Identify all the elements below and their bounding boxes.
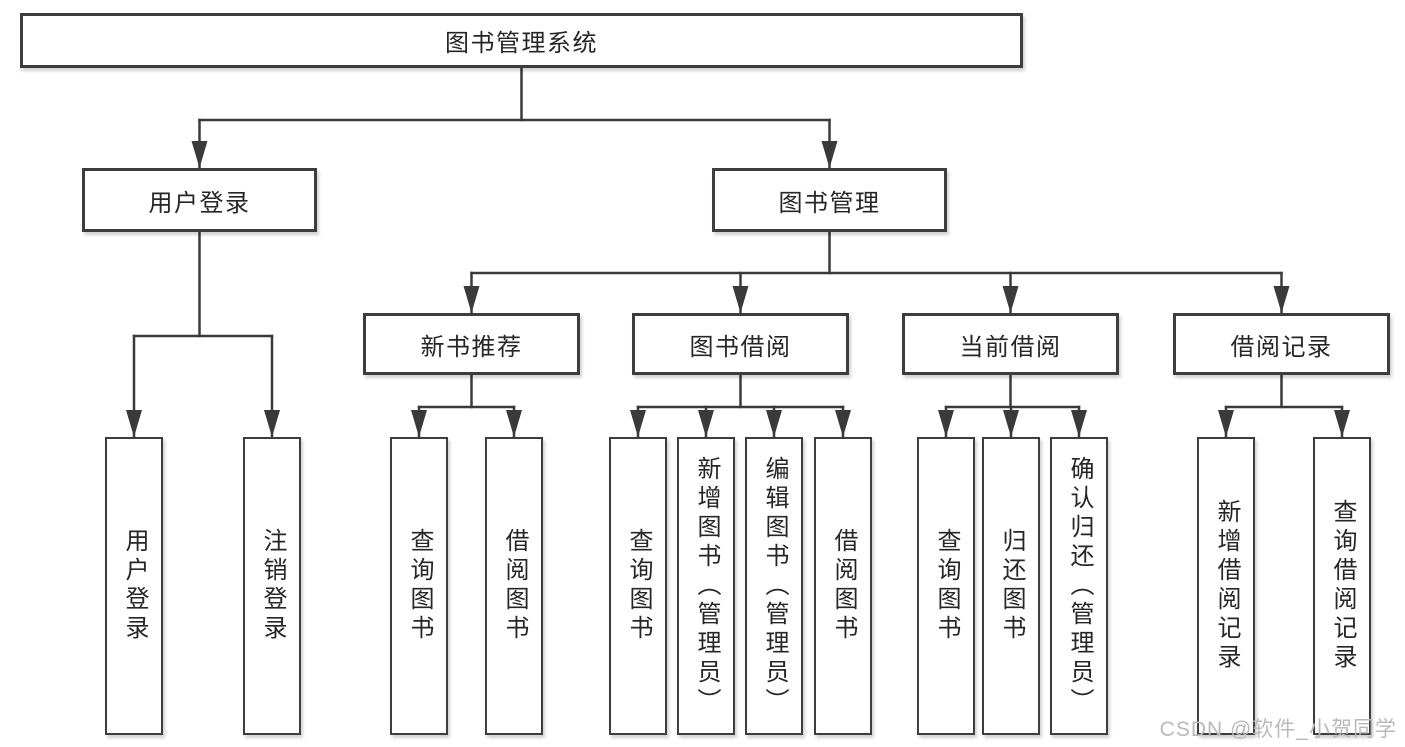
leaf-borrow-books-recommend: 借阅图书: [485, 437, 543, 735]
leaf-query-books-recommend: 查询图书: [390, 437, 448, 735]
connector-current-borrow-children: [938, 373, 1087, 439]
leaf-query-borrow-record: 查询借阅记录: [1313, 437, 1371, 735]
leaf-edit-books-admin: 编辑图书（管理员）: [745, 437, 803, 735]
leaf-return-books: 归还图书: [982, 437, 1040, 735]
connector-book-borrow-children: [630, 373, 851, 439]
node-current-borrow: 当前借阅: [902, 313, 1119, 375]
node-borrow-records: 借阅记录: [1173, 313, 1390, 375]
leaf-confirm-return-admin: 确认归还（管理员）: [1050, 437, 1108, 735]
node-book-borrow: 图书借阅: [632, 313, 849, 375]
connector-root-to-level2: [191, 64, 838, 170]
leaf-add-books-admin: 新增图书（管理员）: [677, 437, 735, 735]
leaf-borrow-books: 借阅图书: [814, 437, 872, 735]
leaf-user-login: 用户登录: [105, 437, 163, 735]
node-new-book-recommend: 新书推荐: [363, 313, 580, 375]
node-book-management: 图书管理: [712, 168, 947, 232]
connector-book-management-children: [463, 230, 1290, 315]
node-user-login: 用户登录: [82, 168, 317, 232]
watermark: CSDN @软件_小贺同学: [1159, 718, 1397, 741]
leaf-add-borrow-record: 新增借阅记录: [1197, 437, 1255, 735]
connector-user-login-children: [126, 230, 280, 439]
node-root-system: 图书管理系统: [20, 13, 1023, 68]
leaf-logout-login: 注销登录: [243, 437, 301, 735]
leaf-query-books-current: 查询图书: [917, 437, 975, 735]
connector-new-book-recommend-children: [411, 373, 522, 439]
leaf-query-books-borrow: 查询图书: [609, 437, 667, 735]
connector-borrow-records-children: [1218, 373, 1350, 439]
